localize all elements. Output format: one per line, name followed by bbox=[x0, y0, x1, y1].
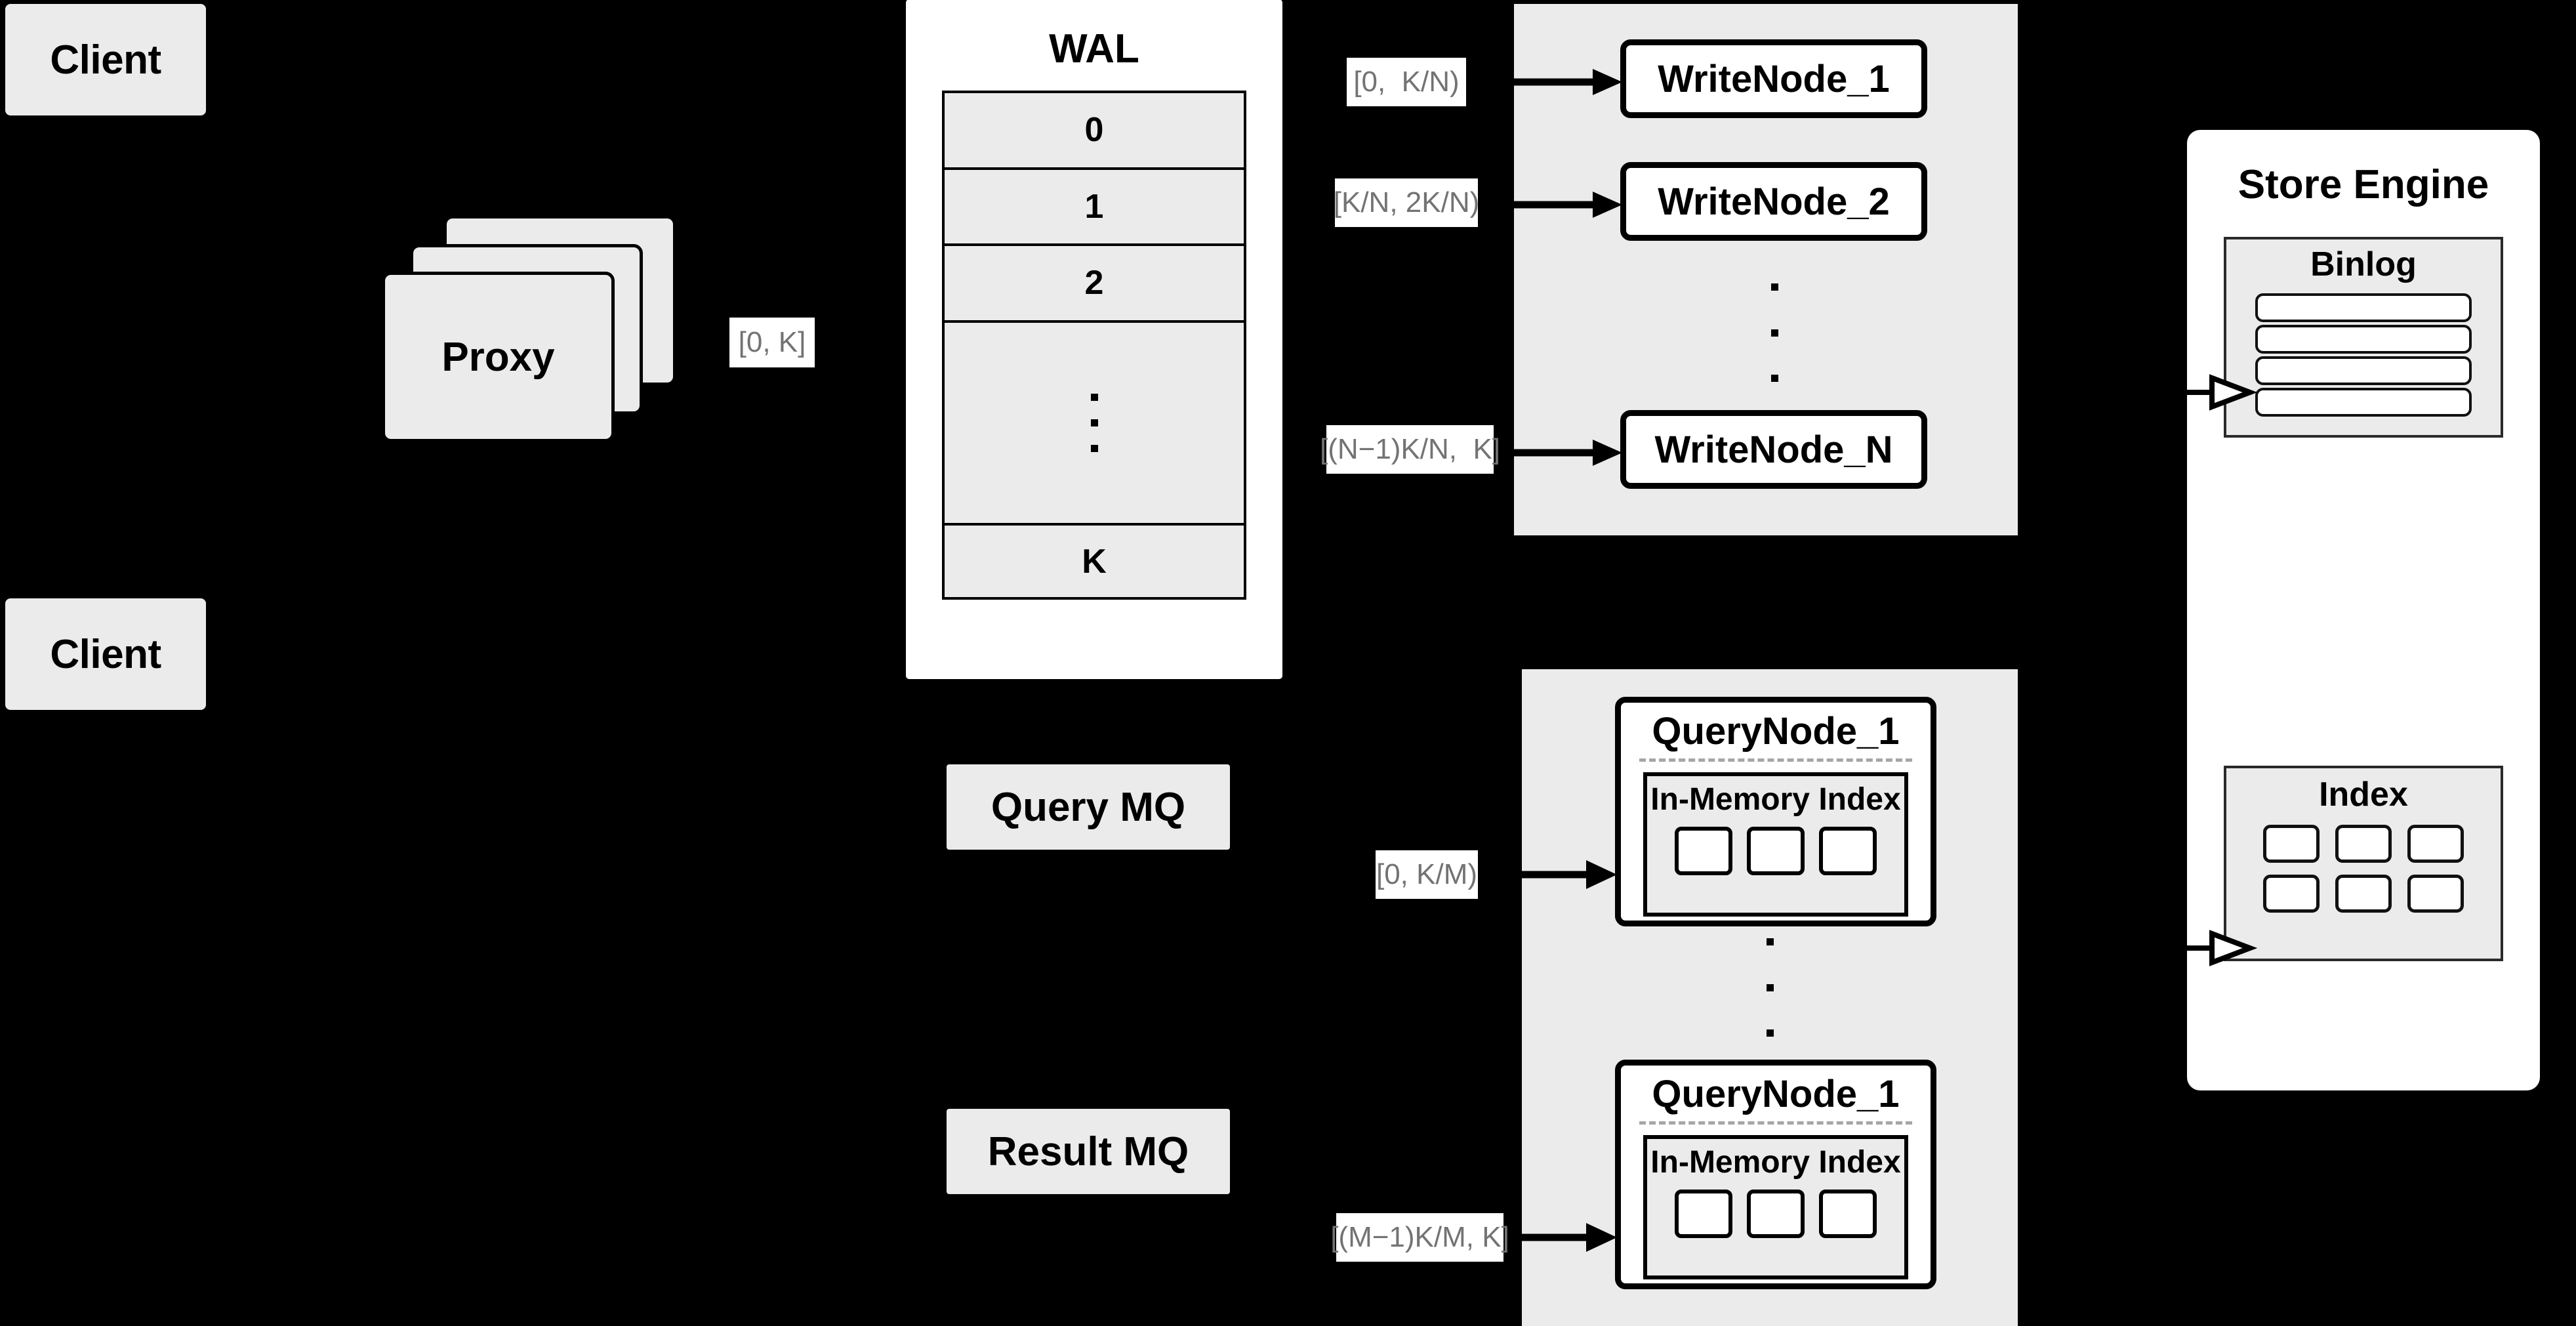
result-mq-box[interactable]: Result MQ bbox=[947, 1109, 1230, 1194]
result-mq-label: Result MQ bbox=[987, 1129, 1189, 1174]
query-node-1-index-title: In-Memory Index bbox=[1650, 782, 1901, 817]
client-label-2: Client bbox=[50, 631, 161, 677]
client-label-1: Client bbox=[50, 37, 161, 83]
query-node-1[interactable]: QueryNode_1 In-Memory Index bbox=[1615, 697, 1936, 926]
range-label-write-node-2: [K/N, 2K/N) bbox=[1334, 178, 1479, 227]
client-box-2[interactable]: Client bbox=[5, 598, 206, 710]
range-label-write-node-1: [0, K/N) bbox=[1347, 58, 1466, 106]
ellipsis-dot bbox=[1766, 938, 1774, 945]
write-cluster-ellipsis bbox=[1769, 283, 1780, 382]
arrow-to-query-node-1 bbox=[1522, 860, 1617, 889]
index-cells-grid bbox=[2263, 825, 2464, 913]
ellipsis-dot bbox=[1766, 1029, 1774, 1037]
wal-row-2[interactable]: 2 bbox=[945, 246, 1244, 323]
binlog-bar[interactable] bbox=[2255, 325, 2472, 354]
wal-table: 0 1 2 K bbox=[942, 91, 1246, 600]
query-mq-label: Query MQ bbox=[991, 784, 1186, 830]
index-title: Index bbox=[2319, 776, 2408, 814]
store-engine-title: Store Engine bbox=[2238, 162, 2489, 207]
proxy-label: Proxy bbox=[441, 334, 555, 380]
range-label-query-node-1: [0, K/M) bbox=[1376, 850, 1478, 899]
ellipsis-dot bbox=[1090, 444, 1098, 452]
query-node-2-title: QueryNode_1 bbox=[1652, 1073, 1900, 1115]
binlog-bar[interactable] bbox=[2255, 388, 2472, 417]
proxy-box[interactable]: Proxy bbox=[382, 272, 615, 442]
index-panel: Index bbox=[2224, 766, 2503, 961]
write-node-n[interactable]: WriteNode_N bbox=[1620, 410, 1927, 489]
wal-row-1[interactable]: 1 bbox=[945, 170, 1244, 246]
index-cell[interactable] bbox=[2335, 825, 2392, 863]
arrow-to-index bbox=[2187, 930, 2258, 966]
wal-container: WAL 0 1 2 K bbox=[901, 0, 1287, 684]
query-node-2-inmemory-index: In-Memory Index bbox=[1643, 1135, 1908, 1279]
binlog-title: Binlog bbox=[2310, 245, 2417, 283]
arrow-to-query-node-m bbox=[1522, 1223, 1617, 1252]
ellipsis-dot bbox=[1770, 283, 1778, 291]
index-cell[interactable] bbox=[1819, 827, 1877, 875]
query-node-1-inmemory-index: In-Memory Index bbox=[1643, 772, 1908, 917]
ellipsis-dot bbox=[1766, 984, 1774, 991]
index-cell[interactable] bbox=[1747, 827, 1805, 875]
query-mq-box[interactable]: Query MQ bbox=[947, 764, 1230, 850]
index-cell[interactable] bbox=[2335, 875, 2392, 913]
binlog-bars bbox=[2255, 293, 2472, 417]
client-box-1[interactable]: Client bbox=[5, 4, 206, 115]
query-node-1-title: QueryNode_1 bbox=[1652, 710, 1900, 753]
arrow-to-write-node-2 bbox=[1514, 192, 1622, 218]
arrow-to-binlog bbox=[2187, 374, 2258, 411]
wal-title: WAL bbox=[1049, 26, 1139, 72]
index-cell[interactable] bbox=[2407, 875, 2464, 913]
write-node-1[interactable]: WriteNode_1 bbox=[1620, 39, 1927, 118]
query-cluster-ellipsis bbox=[1765, 938, 1775, 1037]
index-cell[interactable] bbox=[2407, 825, 2464, 863]
index-cell[interactable] bbox=[1747, 1190, 1805, 1238]
ellipsis-dot bbox=[1770, 329, 1778, 337]
index-cell[interactable] bbox=[1675, 827, 1732, 875]
index-cell[interactable] bbox=[1675, 1190, 1732, 1238]
query-node-2-index-cells bbox=[1675, 1190, 1877, 1238]
query-node-2-index-title: In-Memory Index bbox=[1650, 1145, 1901, 1180]
binlog-bar[interactable] bbox=[2255, 356, 2472, 385]
index-cell[interactable] bbox=[2263, 875, 2320, 913]
arrow-to-write-node-n bbox=[1514, 440, 1622, 466]
write-node-2-label: WriteNode_2 bbox=[1658, 180, 1890, 223]
wal-row-0[interactable]: 0 bbox=[945, 93, 1244, 170]
wal-row-ellipsis bbox=[945, 323, 1244, 526]
query-node-2[interactable]: QueryNode_1 In-Memory Index bbox=[1615, 1060, 1936, 1289]
write-node-n-label: WriteNode_N bbox=[1654, 428, 1893, 471]
index-cell[interactable] bbox=[2263, 825, 2320, 863]
write-node-1-label: WriteNode_1 bbox=[1658, 57, 1890, 100]
query-node-2-divider bbox=[1639, 1121, 1912, 1125]
ellipsis-dot bbox=[1090, 419, 1098, 426]
query-node-1-index-cells bbox=[1675, 827, 1877, 875]
range-label-write-node-n: [(N−1)K/N, K] bbox=[1320, 425, 1500, 474]
ellipsis-dot bbox=[1770, 375, 1778, 382]
wal-row-k[interactable]: K bbox=[1082, 542, 1107, 581]
store-engine-container: Store Engine Binlog Index bbox=[2187, 130, 2540, 1090]
query-node-1-divider bbox=[1639, 758, 1912, 762]
binlog-bar[interactable] bbox=[2255, 293, 2472, 322]
range-label-proxy-to-wal: [0, K] bbox=[729, 318, 815, 367]
index-cell[interactable] bbox=[1819, 1190, 1877, 1238]
range-label-query-node-m: [(M−1)K/M, K] bbox=[1330, 1213, 1509, 1262]
write-node-2[interactable]: WriteNode_2 bbox=[1620, 162, 1927, 241]
arrow-to-write-node-1 bbox=[1514, 69, 1622, 95]
ellipsis-dot bbox=[1090, 393, 1098, 401]
binlog-panel: Binlog bbox=[2224, 237, 2503, 438]
